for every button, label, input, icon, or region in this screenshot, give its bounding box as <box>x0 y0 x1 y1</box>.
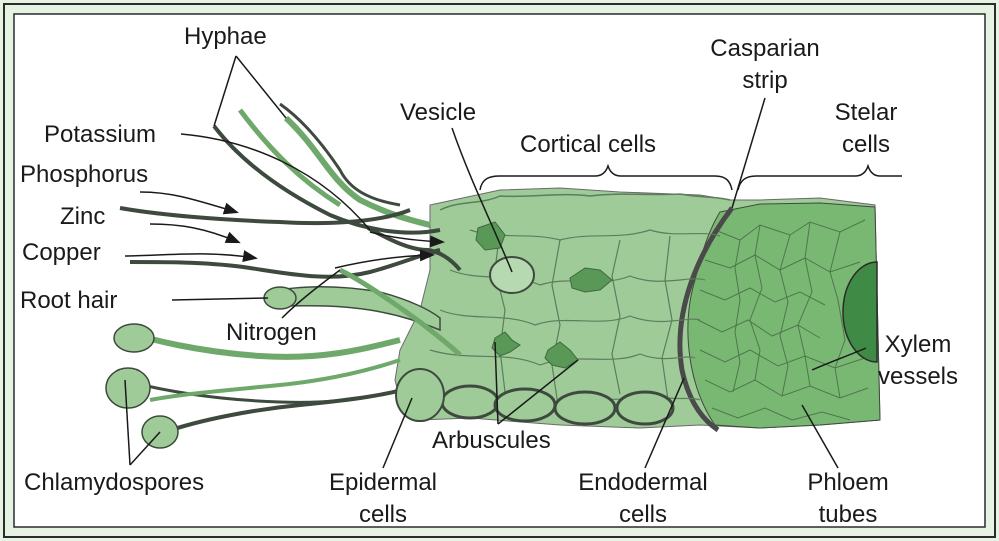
label-vesicle: Vesicle <box>400 99 476 126</box>
chlamydospore <box>106 368 150 408</box>
label-hyphae: Hyphae <box>184 23 267 50</box>
label-potassium: Potassium <box>44 121 156 148</box>
label-xylem-2: vessels <box>878 363 958 390</box>
label-copper: Copper <box>22 239 101 266</box>
label-casparian: Casparian <box>710 35 819 62</box>
vesicle <box>490 257 534 293</box>
label-phloem-2: tubes <box>819 501 878 528</box>
label-nitrogen: Nitrogen <box>226 319 317 346</box>
label-root-hair: Root hair <box>20 287 117 314</box>
root-hair-tip <box>264 287 296 309</box>
label-phosphorus: Phosphorus <box>20 161 148 188</box>
label-stelar-2: cells <box>842 131 890 158</box>
label-chlamydospores: Chlamydospores <box>24 469 204 496</box>
root-body <box>395 188 880 430</box>
epidermal-cell-bulge <box>396 369 444 421</box>
label-phloem: Phloem <box>807 469 888 496</box>
label-cortical-cells: Cortical cells <box>520 131 656 158</box>
label-casparian-2: strip <box>742 67 787 94</box>
label-xylem: Xylem <box>885 331 952 358</box>
label-arbuscules: Arbuscules <box>432 427 551 454</box>
chlamydospore <box>114 324 154 352</box>
label-stelar: Stelar <box>835 99 898 126</box>
label-endodermal: Endodermal <box>578 469 707 496</box>
label-zinc: Zinc <box>60 203 105 230</box>
label-epidermal: Epidermal <box>329 469 437 496</box>
label-endodermal-2: cells <box>619 501 667 528</box>
label-epidermal-2: cells <box>359 501 407 528</box>
